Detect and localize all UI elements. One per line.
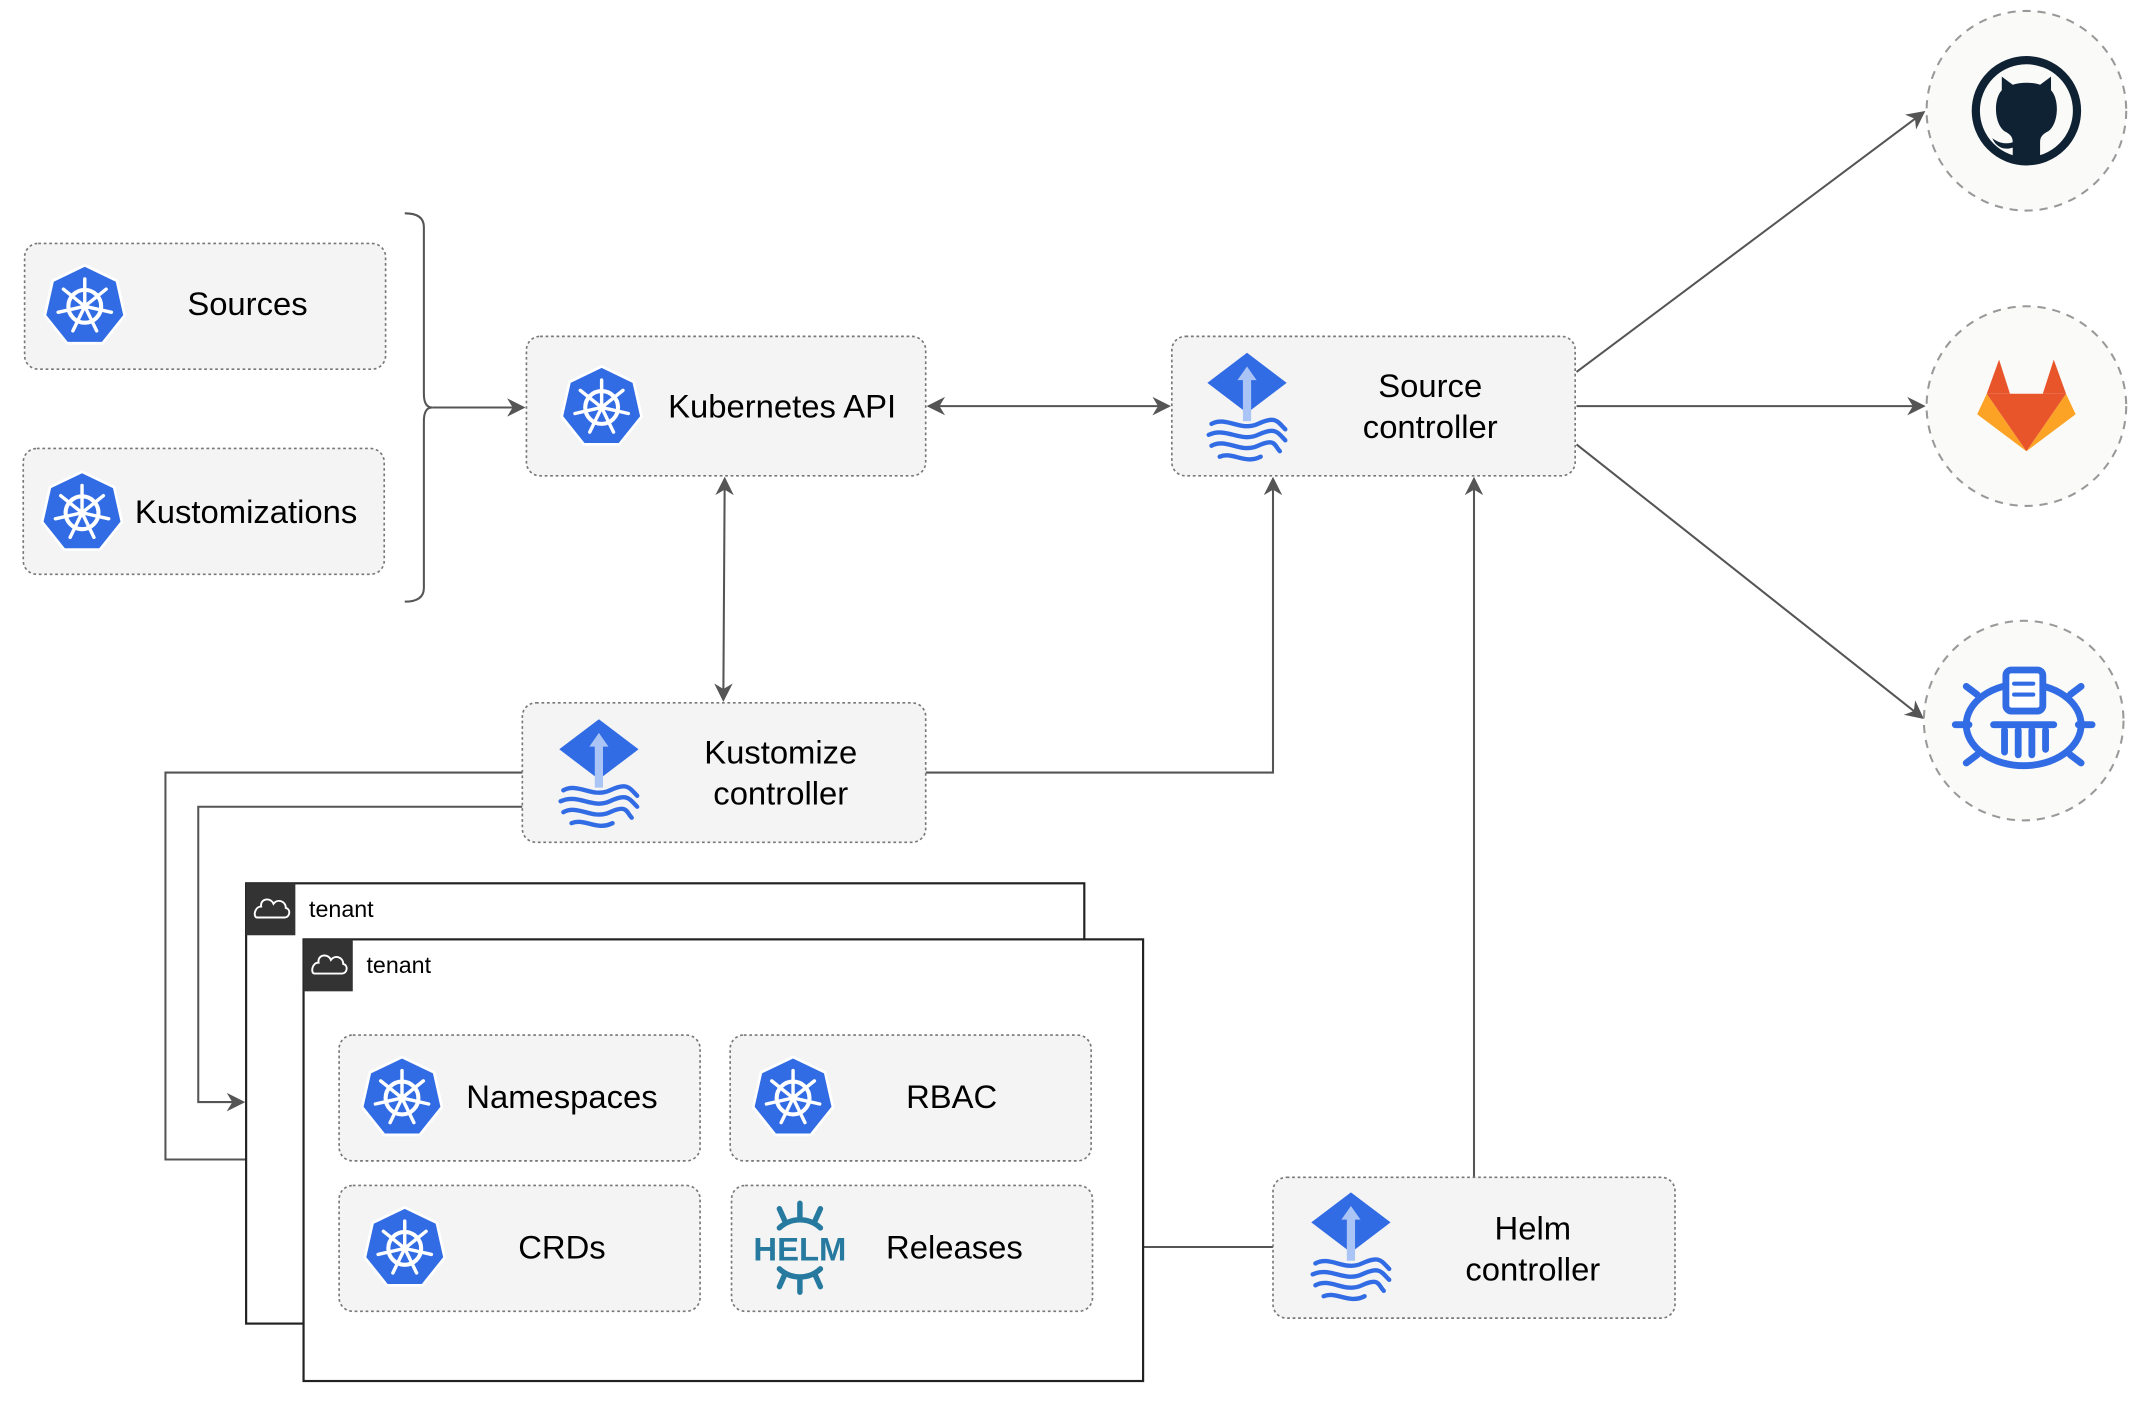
edge-api-kustomize-controller — [714, 476, 734, 702]
node-sources[interactable]: Sources — [23, 242, 387, 371]
helm-controller-label-line1: Helm — [1495, 1209, 1572, 1246]
kustomizations-label: Kustomizations — [135, 493, 357, 530]
node-crds[interactable]: CRDs — [338, 1184, 701, 1313]
edges — [164, 111, 1926, 1257]
node-kustomizations[interactable]: Kustomizations — [22, 447, 386, 576]
source-controller-label-line2: controller — [1363, 408, 1498, 445]
helm-controller-label-line2: controller — [1465, 1250, 1600, 1287]
edge-kustomize-to-tenant-front — [164, 771, 523, 1169]
node-releases[interactable]: HELM Releases — [730, 1184, 1094, 1313]
node-namespaces[interactable]: Namespaces — [338, 1034, 701, 1162]
github-icon — [1971, 56, 2082, 166]
sources-label: Sources — [187, 285, 307, 322]
tenant-front[interactable]: tenant Namespaces RBAC CRDs — [302, 938, 1145, 1383]
gitlab-icon — [1977, 359, 2076, 452]
releases-label: Releases — [886, 1228, 1023, 1265]
node-rbac[interactable]: RBAC — [729, 1034, 1092, 1162]
external-helm-repository[interactable] — [1922, 619, 2125, 822]
kustomize-controller-label-line1: Kustomize — [704, 733, 857, 770]
kustomize-controller-label-line2: controller — [713, 774, 848, 811]
helm-logo-icon: HELM — [753, 1200, 846, 1295]
brace — [404, 212, 433, 603]
external-gitlab[interactable] — [1925, 305, 2128, 507]
edge-source-to-helm-repo — [1575, 443, 1924, 720]
edge-source-to-github — [1575, 111, 1926, 373]
edge-kustomize-to-source-controller — [925, 476, 1283, 774]
kubernetes-api-label: Kubernetes API — [668, 388, 896, 425]
node-kustomize-controller[interactable]: Kustomize controller — [521, 701, 927, 844]
external-github[interactable] — [1925, 9, 2128, 212]
helm-logo-text: HELM — [753, 1231, 846, 1268]
namespaces-label: Namespaces — [466, 1078, 657, 1115]
tenant-label: tenant — [366, 952, 431, 978]
rbac-label: RBAC — [906, 1078, 997, 1115]
source-controller-label-line1: Source — [1378, 367, 1482, 404]
crds-label: CRDs — [518, 1228, 605, 1265]
helm-repository-icon — [1951, 666, 2096, 770]
node-source-controller[interactable]: Source controller — [1170, 335, 1577, 477]
tenant-label: tenant — [309, 896, 374, 922]
edge-kustomize-to-tenant-back — [197, 805, 523, 1112]
node-helm-controller[interactable]: Helm controller — [1272, 1176, 1676, 1319]
node-kubernetes-api[interactable]: Kubernetes API — [525, 335, 927, 477]
